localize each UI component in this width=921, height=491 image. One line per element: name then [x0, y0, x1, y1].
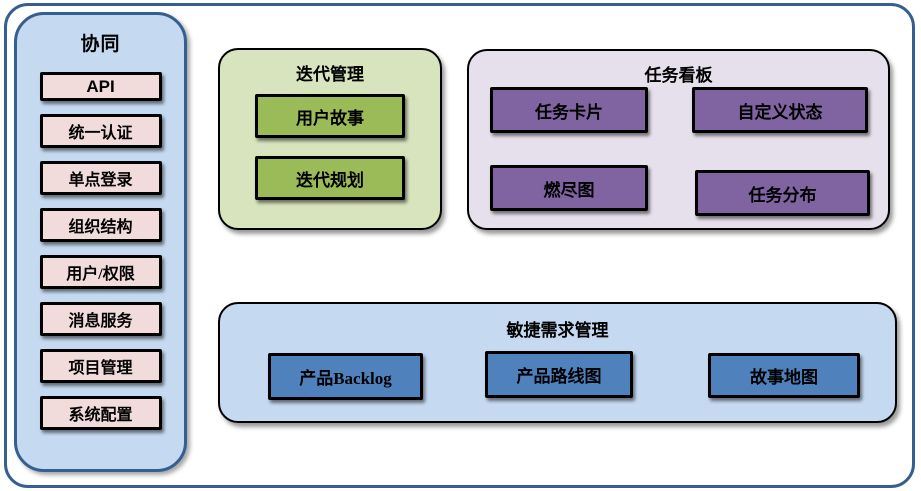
sidebar-item-system-config: 系统配置: [39, 396, 162, 430]
item-product-roadmap: 产品路线图: [485, 351, 633, 398]
collaboration-panel: 协同 API 统一认证 单点登录 组织结构 用户/权限 消息服务 项目管理 系统…: [14, 12, 187, 472]
task-board-group: 任务看板 任务卡片 自定义状态 燃尽图 任务分布: [467, 49, 890, 230]
sidebar-item-org-structure: 组织结构: [39, 208, 162, 242]
item-burndown-chart: 燃尽图: [490, 165, 648, 211]
sidebar-item-sso: 单点登录: [39, 161, 162, 195]
item-user-story: 用户故事: [255, 94, 405, 138]
item-product-backlog: 产品Backlog: [268, 353, 423, 400]
sidebar-item-api: API: [39, 72, 162, 101]
sidebar-item-user-permissions: 用户/权限: [39, 255, 162, 289]
sidebar-item-project-management: 项目管理: [39, 349, 162, 383]
item-custom-status: 自定义状态: [692, 87, 868, 133]
collaboration-items: API 统一认证 单点登录 组织结构 用户/权限 消息服务 项目管理 系统配置: [17, 72, 184, 430]
task-board-title: 任务看板: [644, 66, 713, 85]
sidebar-item-message-service: 消息服务: [39, 302, 162, 336]
collaboration-panel-title: 协同: [80, 34, 121, 55]
item-task-distribution: 任务分布: [695, 170, 870, 216]
iteration-management-group: 迭代管理 用户故事 迭代规划: [218, 48, 442, 230]
agile-requirements-group: 敏捷需求管理 产品Backlog 产品路线图 故事地图: [218, 302, 897, 423]
sidebar-item-unified-auth: 统一认证: [39, 114, 162, 148]
item-task-card: 任务卡片: [490, 87, 648, 133]
item-iteration-planning: 迭代规划: [255, 156, 405, 200]
agile-requirements-title: 敏捷需求管理: [506, 321, 609, 340]
item-story-map: 故事地图: [708, 353, 860, 398]
iteration-items: 用户故事 迭代规划: [220, 94, 440, 200]
iteration-management-title: 迭代管理: [296, 65, 364, 84]
